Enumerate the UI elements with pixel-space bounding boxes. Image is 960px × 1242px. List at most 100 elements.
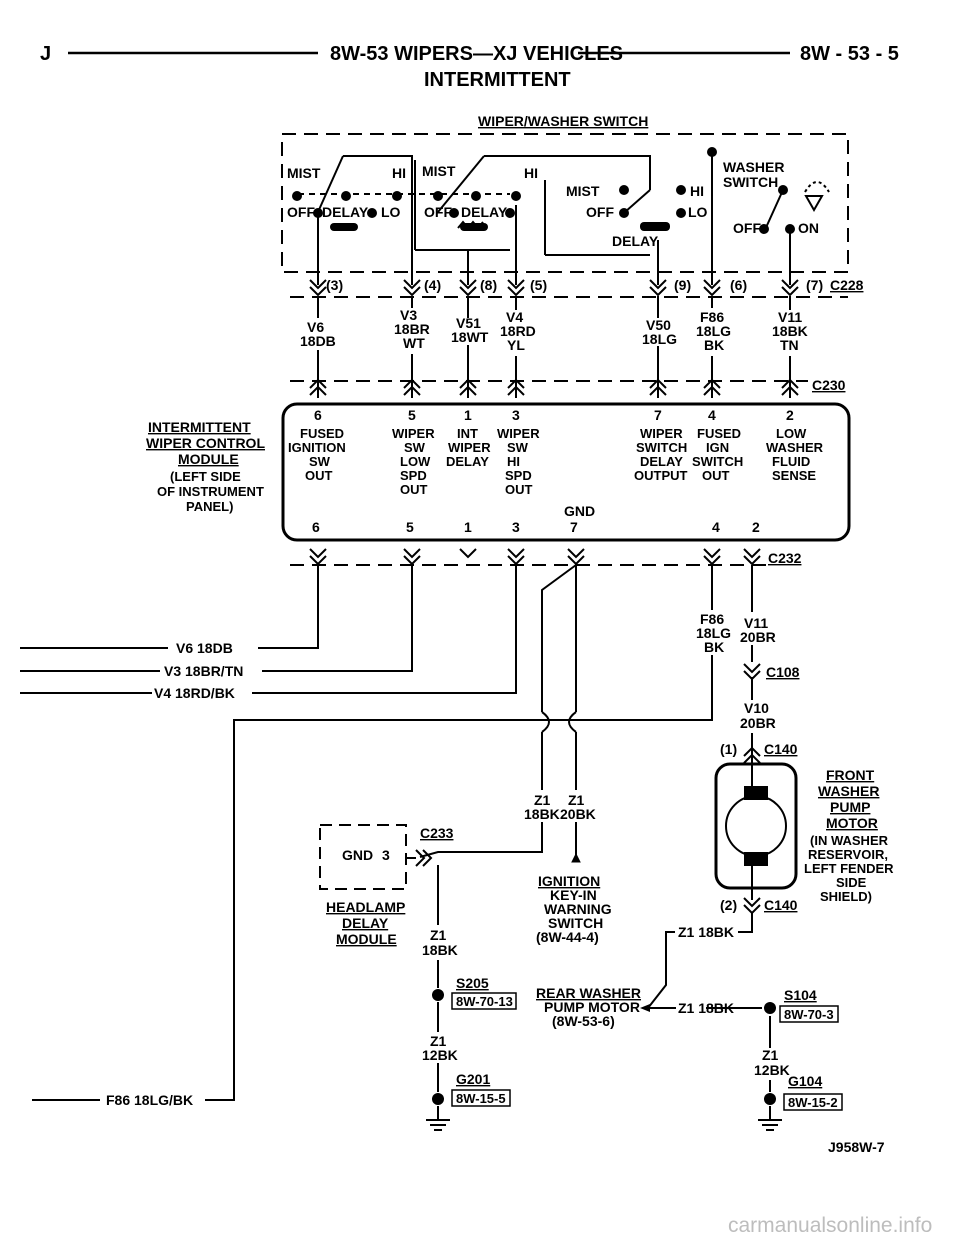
svg-text:4: 4 [708, 407, 716, 423]
svg-text:SPD: SPD [400, 468, 427, 483]
lower-wires [205, 564, 771, 1120]
svg-text:DELAY: DELAY [446, 454, 489, 469]
svg-text:8W-15-5: 8W-15-5 [456, 1091, 506, 1106]
ignition-switch-label: IGNITION KEY-IN WARNING SWITCH (8W-44-4) [536, 873, 612, 945]
svg-text:1: 1 [464, 519, 472, 535]
label-off-3: OFF [586, 204, 614, 220]
svg-text:S205: S205 [456, 975, 489, 991]
svg-text:C108: C108 [766, 664, 800, 680]
svg-text:F86: F86 [700, 611, 724, 627]
svg-text:18BK: 18BK [524, 806, 560, 822]
svg-text:SENSE: SENSE [772, 468, 816, 483]
svg-text:SW: SW [404, 440, 426, 455]
svg-text:V6 18DB: V6 18DB [176, 640, 233, 656]
svg-text:MODULE: MODULE [178, 451, 239, 467]
switch-section-2 [414, 155, 651, 285]
svg-text:IGNITION: IGNITION [538, 873, 600, 889]
switch-section-3 [624, 189, 659, 285]
header-title: 8W-53 WIPERS—XJ VEHICLES [330, 43, 623, 65]
svg-text:OF INSTRUMENT: OF INSTRUMENT [157, 484, 264, 499]
svg-text:5: 5 [406, 519, 414, 535]
svg-text:20BR: 20BR [740, 715, 776, 731]
svg-text:WIPER: WIPER [448, 440, 491, 455]
svg-text:WARNING: WARNING [544, 901, 612, 917]
svg-text:V11: V11 [744, 615, 768, 631]
rear-washer-label: REAR WASHER PUMP MOTOR (8W-53-6) Z1 18BK [536, 985, 734, 1029]
svg-text:INT: INT [457, 426, 478, 441]
svg-text:WASHER: WASHER [818, 783, 879, 799]
svg-text:SW: SW [309, 454, 331, 469]
svg-text:18WT: 18WT [451, 329, 489, 345]
label-on-4: ON [798, 220, 819, 236]
svg-text:(1): (1) [720, 741, 737, 757]
label-lo-1: LO [381, 204, 401, 220]
svg-text:18BR: 18BR [394, 321, 430, 337]
svg-text:SWITCH: SWITCH [548, 915, 603, 931]
svg-text:OUTPUT: OUTPUT [634, 468, 688, 483]
svg-text:SW: SW [507, 440, 529, 455]
left-wire-labels: V6 18DB V3 18BR/TN V4 18RD/BK F86 18LG/B… [20, 640, 243, 1108]
svg-text:1: 1 [464, 407, 472, 423]
module-box [281, 402, 851, 542]
front-washer-pump: FRONT WASHER PUMP MOTOR (IN WASHER RESER… [714, 748, 894, 915]
label-hi-3: HI [690, 183, 704, 199]
washer-switch [711, 150, 830, 285]
svg-text:WIPER: WIPER [392, 426, 435, 441]
svg-text:LEFT FENDER: LEFT FENDER [804, 861, 894, 876]
svg-text:WT: WT [403, 335, 425, 351]
svg-text:SHIELD): SHIELD) [820, 889, 872, 904]
svg-text:(9): (9) [674, 277, 691, 293]
watermark: carmanualsonline.info [728, 1214, 932, 1237]
svg-text:Z1 18BK: Z1 18BK [678, 1000, 734, 1016]
module-top-pins: 6 5 1 3 7 4 2 [314, 407, 794, 423]
svg-text:20BR: 20BR [740, 629, 776, 645]
svg-text:Z1: Z1 [534, 792, 551, 808]
svg-text:Z1: Z1 [430, 1033, 447, 1049]
svg-text:OUT: OUT [505, 482, 533, 497]
svg-text:RESERVOIR,: RESERVOIR, [808, 847, 888, 862]
svg-text:4: 4 [712, 519, 720, 535]
svg-text:6: 6 [314, 407, 322, 423]
svg-text:V4: V4 [506, 309, 523, 325]
svg-text:V3 18BR/TN: V3 18BR/TN [164, 663, 243, 679]
module-title: INTERMITTENT WIPER CONTROL MODULE (LEFT … [146, 419, 265, 514]
svg-text:3: 3 [512, 519, 520, 535]
svg-text:Z1 18BK: Z1 18BK [678, 924, 734, 940]
label-delay-2: DELAY [461, 204, 508, 220]
svg-text:PANEL): PANEL) [186, 499, 233, 514]
svg-text:V51: V51 [456, 315, 481, 331]
svg-text:(2): (2) [720, 897, 737, 913]
svg-text:SWITCH: SWITCH [692, 454, 743, 469]
module-gnd: GND [564, 503, 595, 519]
svg-text:V4 18RD/BK: V4 18RD/BK [154, 685, 235, 701]
page-number: 8W - 53 - 5 [800, 43, 899, 65]
label-lo-3: LO [688, 204, 708, 220]
svg-text:8W-70-13: 8W-70-13 [456, 994, 513, 1009]
c230-terminals [309, 378, 799, 396]
label-delay-1: DELAY [322, 204, 369, 220]
z1-left-labels: Z1 18BK S205 8W-70-13 Z1 12BK G201 8W-15… [422, 927, 517, 1131]
svg-text:2: 2 [786, 407, 794, 423]
svg-text:HI: HI [507, 454, 520, 469]
svg-text:(8W-44-4): (8W-44-4) [536, 929, 599, 945]
svg-text:WIPER CONTROL: WIPER CONTROL [146, 435, 265, 451]
svg-text:OUT: OUT [702, 468, 730, 483]
figure-id: J958W-7 [828, 1139, 885, 1155]
svg-text:(3): (3) [326, 277, 343, 293]
svg-text:WIPER: WIPER [497, 426, 540, 441]
svg-text:IGN: IGN [706, 440, 729, 455]
svg-text:SPD: SPD [505, 468, 532, 483]
svg-text:OUT: OUT [400, 482, 428, 497]
upper-wires [317, 296, 791, 398]
svg-text:C140: C140 [764, 741, 798, 757]
svg-text:V11: V11 [778, 309, 802, 325]
svg-text:KEY-IN: KEY-IN [550, 887, 597, 903]
svg-text:V6: V6 [307, 319, 324, 335]
svg-text:V3: V3 [400, 307, 417, 323]
label-mist-1: MIST [287, 165, 321, 181]
svg-text:S104: S104 [784, 987, 817, 1003]
c228-label: C228 [830, 277, 864, 293]
svg-text:20BK: 20BK [560, 806, 596, 822]
